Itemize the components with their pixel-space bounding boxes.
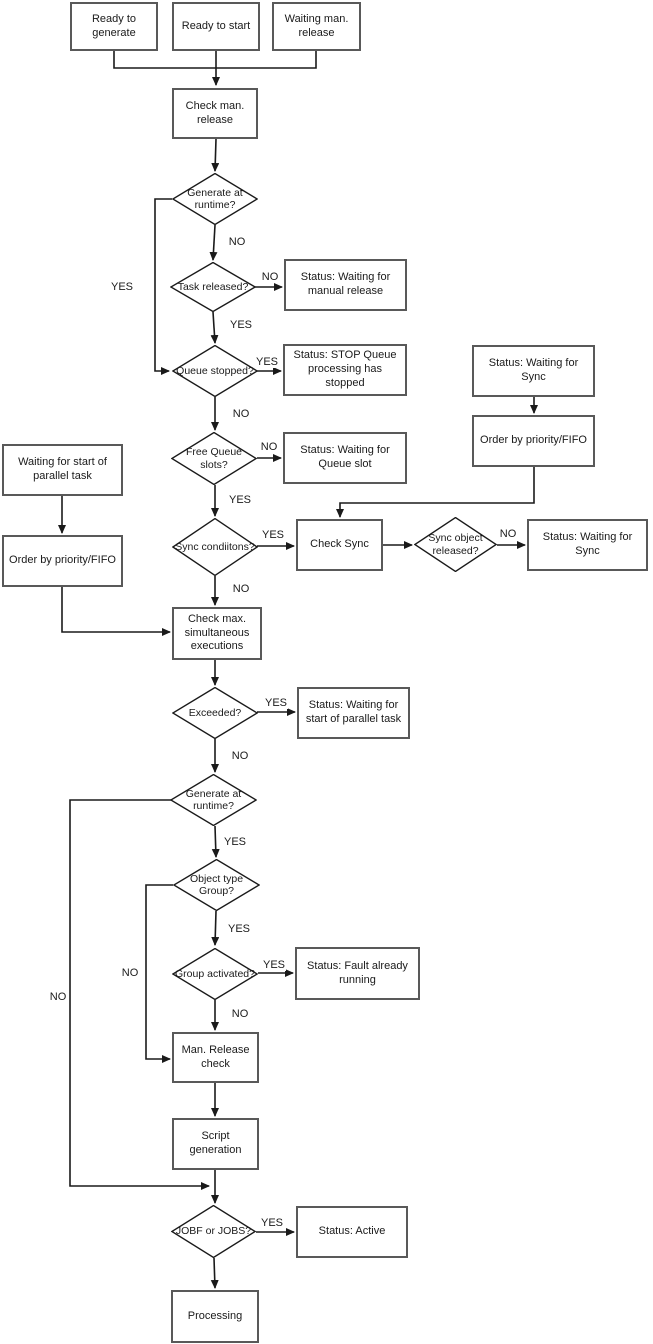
node-waiting-man-release: Waiting man. release bbox=[272, 2, 361, 51]
status-fault-already-running: Status: Fault already running bbox=[295, 947, 420, 1000]
node-label: Script generation bbox=[189, 1130, 242, 1156]
node-man-release-check: Man. Release check bbox=[172, 1032, 259, 1083]
node-label: Waiting for start of parallel task bbox=[18, 456, 107, 482]
status-active: Status: Active bbox=[296, 1206, 408, 1258]
status-waiting-queue-slot: Status: Waiting for Queue slot bbox=[283, 432, 407, 484]
decision-label: Generate at runtime? bbox=[187, 186, 243, 211]
decision-label: Generate at runtime? bbox=[185, 787, 242, 812]
decision-label: Task released? bbox=[177, 280, 249, 293]
node-label: Order by priority/FIFO bbox=[9, 554, 116, 567]
node-script-generation: Script generation bbox=[172, 1118, 259, 1170]
node-waiting-start-parallel-task: Waiting for start of parallel task bbox=[2, 444, 123, 496]
decision-generate-at-runtime-2: Generate at runtime? bbox=[170, 774, 257, 826]
decision-jobf-or-jobs: JOBF or JOBS? bbox=[171, 1205, 256, 1258]
decision-label: Sync condiitons? bbox=[175, 540, 255, 553]
decision-sync-conditions: Sync condiitons? bbox=[172, 518, 258, 576]
node-label: Status: Waiting for manual release bbox=[300, 271, 391, 297]
node-check-max-simultaneous: Check max. simultaneous executions bbox=[172, 607, 262, 660]
edge-label-no: NO bbox=[230, 750, 250, 762]
edge-label-yes: YES bbox=[254, 356, 280, 368]
decision-label: Queue stopped? bbox=[176, 364, 254, 377]
node-ready-to-start: Ready to start bbox=[172, 2, 260, 51]
node-label: Processing bbox=[187, 1309, 243, 1322]
edge-label-no: NO bbox=[259, 441, 279, 453]
edge-label-no: NO bbox=[498, 528, 518, 540]
node-label: Status: Active bbox=[318, 1225, 386, 1238]
node-label: Status: Waiting for Sync bbox=[542, 531, 633, 557]
edge-label-yes: YES bbox=[227, 494, 253, 506]
status-stop-queue-processing: Status: STOP Queue processing has stoppe… bbox=[283, 344, 407, 396]
status-waiting-sync-right: Status: Waiting for Sync bbox=[527, 519, 648, 571]
edge-label-no: NO bbox=[230, 1008, 250, 1020]
decision-label: Exceeded? bbox=[188, 706, 242, 719]
node-label: Waiting man. release bbox=[284, 12, 349, 39]
node-label: Status: Waiting for start of parallel ta… bbox=[305, 699, 402, 725]
node-label: Man. Release check bbox=[181, 1043, 250, 1070]
edge-label-no: NO bbox=[231, 408, 251, 420]
edge-label-no: NO bbox=[227, 236, 247, 248]
node-order-priority-fifo-left: Order by priority/FIFO bbox=[2, 535, 123, 587]
decision-label: Sync object released? bbox=[428, 532, 483, 557]
node-check-sync: Check Sync bbox=[296, 519, 383, 571]
node-label: Check max. simultaneous executions bbox=[184, 612, 250, 653]
edge-label-yes: YES bbox=[263, 697, 289, 709]
decision-free-queue-slots: Free Queue slots? bbox=[171, 432, 257, 485]
edge-label-no: NO bbox=[231, 583, 251, 595]
decision-object-type-group: Object type Group? bbox=[173, 859, 260, 911]
node-label: Check Sync bbox=[310, 538, 369, 551]
node-ready-to-generate: Ready to generate bbox=[70, 2, 158, 51]
decision-group-activated: Group activated? bbox=[172, 948, 258, 1000]
status-waiting-sync-top: Status: Waiting for Sync bbox=[472, 345, 595, 397]
edge-label-yes: YES bbox=[228, 319, 254, 331]
status-waiting-start-parallel: Status: Waiting for start of parallel ta… bbox=[297, 687, 410, 739]
node-label: Status: STOP Queue processing has stoppe… bbox=[293, 349, 397, 389]
decision-exceeded: Exceeded? bbox=[172, 687, 258, 739]
node-label: Ready to start bbox=[181, 19, 251, 32]
edge-label-no: NO bbox=[48, 991, 68, 1003]
edge-label-yes: YES bbox=[226, 923, 252, 935]
node-order-priority-fifo-right: Order by priority/FIFO bbox=[472, 415, 595, 467]
decision-sync-object-released: Sync object released? bbox=[414, 517, 497, 572]
node-check-man-release: Check man. release bbox=[172, 88, 258, 139]
decision-label: Object type Group? bbox=[189, 872, 244, 897]
node-label: Status: Fault already running bbox=[307, 959, 408, 986]
edge-label-yes: YES bbox=[260, 529, 286, 541]
decision-label: Group activated? bbox=[175, 967, 255, 980]
edge-label-no: NO bbox=[260, 271, 280, 283]
decision-queue-stopped: Queue stopped? bbox=[172, 345, 258, 397]
edge-label-yes: YES bbox=[109, 281, 135, 293]
node-label: Status: Waiting for Sync bbox=[488, 357, 579, 383]
edge-label-yes: YES bbox=[259, 1217, 285, 1229]
node-label: Check man. release bbox=[185, 99, 245, 126]
edge-label-yes: YES bbox=[222, 836, 248, 848]
decision-label: Free Queue slots? bbox=[185, 446, 243, 471]
decision-generate-at-runtime-1: Generate at runtime? bbox=[172, 173, 258, 225]
node-label: Ready to generate bbox=[91, 12, 137, 39]
node-processing: Processing bbox=[171, 1290, 259, 1343]
decision-label: JOBF or JOBS? bbox=[175, 1225, 252, 1238]
edge-label-yes: YES bbox=[261, 959, 287, 971]
node-label: Status: Waiting for Queue slot bbox=[300, 444, 390, 470]
status-waiting-manual-release: Status: Waiting for manual release bbox=[284, 259, 407, 311]
node-label: Order by priority/FIFO bbox=[480, 434, 587, 447]
decision-task-released: Task released? bbox=[170, 262, 256, 312]
edge-label-no: NO bbox=[120, 967, 140, 979]
